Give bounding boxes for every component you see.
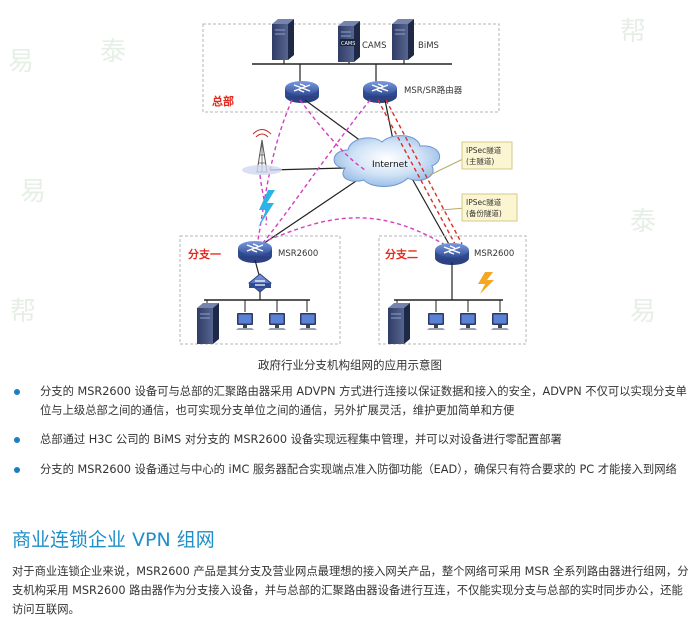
tunnel-main-callout: IPSec隧道 (主隧道) bbox=[429, 141, 513, 176]
bullet-item: 分支的 MSR2600 设备可与总部的汇聚路由器采用 ADVPN 方式进行连接以… bbox=[12, 383, 692, 420]
branch1-label: 分支一 bbox=[188, 247, 221, 261]
bullet-text: 分支的 MSR2600 设备通过与中心的 iMC 服务器配合实现端点准入防御功能… bbox=[40, 462, 677, 476]
pc-icon bbox=[427, 313, 445, 330]
bullet-text: 总部通过 H3C 公司的 BiMS 对分支的 MSR2600 设备实现远程集中管… bbox=[40, 433, 562, 446]
branch2-router-icon bbox=[434, 242, 470, 266]
server-icon bbox=[271, 18, 295, 61]
branch2-area bbox=[378, 235, 527, 345]
internet-cloud bbox=[333, 135, 441, 187]
bullet-text: 分支的 MSR2600 设备可与总部的汇聚路由器采用 ADVPN 方式进行连接以… bbox=[40, 385, 687, 417]
svg-text:IPSec隧道: IPSec隧道 bbox=[466, 145, 502, 155]
pc-icon bbox=[236, 313, 254, 330]
svg-text:(备份隧道): (备份隧道) bbox=[466, 208, 502, 218]
pc-icon bbox=[268, 313, 286, 330]
branch1-area bbox=[179, 235, 341, 345]
section-title: 商业连锁企业 VPN 组网 bbox=[12, 529, 215, 551]
tunnel-backup-callout: IPSec隧道 (备份隧道) bbox=[440, 193, 518, 222]
wireless-tower-icon bbox=[242, 129, 282, 175]
pc-icon bbox=[491, 313, 509, 330]
svg-text:泰: 泰 bbox=[100, 37, 126, 67]
branch1-server-icon bbox=[196, 302, 220, 345]
svg-text:易: 易 bbox=[630, 297, 656, 327]
watermark: 易泰帮 易泰帮 易 bbox=[8, 17, 656, 327]
branch1-router-label: MSR2600 bbox=[278, 249, 318, 259]
branch2-server-icon bbox=[387, 302, 411, 345]
svg-text:易: 易 bbox=[20, 177, 46, 207]
bullet-list: 分支的 MSR2600 设备可与总部的汇聚路由器采用 ADVPN 方式进行连接以… bbox=[12, 383, 692, 490]
hq-router-icon bbox=[284, 80, 320, 104]
bullet-item: 分支的 MSR2600 设备通过与中心的 iMC 服务器配合实现端点准入防御功能… bbox=[12, 461, 692, 480]
pc-icon bbox=[459, 313, 477, 330]
branch2-router-label: MSR2600 bbox=[474, 249, 514, 259]
svg-text:CAMS: CAMS bbox=[341, 41, 355, 47]
cams-label: CAMS bbox=[362, 41, 386, 51]
hq-label: 总部 bbox=[212, 94, 234, 108]
bullet-dot-icon bbox=[14, 437, 20, 443]
bims-label: BiMS bbox=[418, 41, 439, 51]
svg-text:帮: 帮 bbox=[620, 17, 646, 47]
branch2-label: 分支二 bbox=[385, 247, 418, 261]
svg-text:易: 易 bbox=[8, 47, 34, 77]
branch1-switch-icon bbox=[248, 273, 272, 293]
pc-icon bbox=[299, 313, 317, 330]
svg-text:IPSec隧道: IPSec隧道 bbox=[466, 197, 502, 207]
bims-server-icon bbox=[391, 18, 415, 61]
svg-text:帮: 帮 bbox=[10, 297, 36, 327]
svg-text:(主隧道): (主隧道) bbox=[466, 156, 494, 166]
link-failure-icon bbox=[478, 272, 494, 294]
figure-caption: 政府行业分支机构组网的应用示意图 bbox=[258, 358, 442, 372]
network-diagram: 易泰帮 易泰帮 易 总部 CAMS CAMS BiMS MSR/SR路由器 In… bbox=[8, 17, 656, 345]
body-paragraph: 对于商业连锁企业来说，MSR2600 产品是其分支及营业网点最理想的接入网关产品… bbox=[12, 565, 689, 616]
branch1-router-icon bbox=[237, 240, 273, 264]
bullet-item: 总部通过 H3C 公司的 BiMS 对分支的 MSR2600 设备实现远程集中管… bbox=[12, 431, 692, 450]
wireless-link-icon bbox=[258, 190, 275, 228]
bullet-dot-icon bbox=[14, 466, 20, 473]
svg-text:泰: 泰 bbox=[630, 207, 656, 237]
hq-router-label: MSR/SR路由器 bbox=[404, 85, 463, 96]
ipsec-tunnels bbox=[377, 99, 463, 245]
bullet-dot-icon bbox=[14, 389, 20, 395]
internet-label: Internet bbox=[372, 160, 408, 170]
cams-server-icon: CAMS bbox=[337, 20, 361, 63]
hq-router-icon bbox=[362, 80, 398, 104]
